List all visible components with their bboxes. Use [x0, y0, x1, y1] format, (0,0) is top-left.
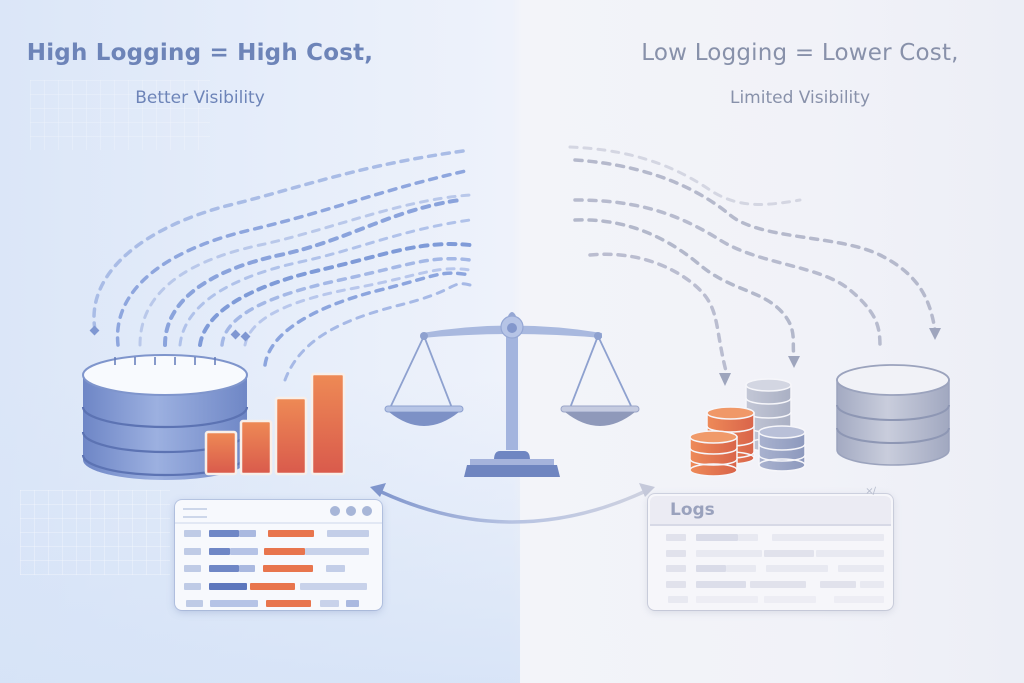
right-logs-panel: ×∕ Logs — [648, 486, 893, 612]
left-subtitle: Better Visibility — [135, 88, 265, 108]
right-title: Low Logging = Lower Cost, — [641, 40, 959, 66]
log-row — [666, 565, 884, 573]
logs-panel-title: Logs — [670, 500, 715, 520]
right-arrowhead-icons — [719, 328, 941, 386]
log-row — [666, 549, 884, 558]
window-controls — [330, 506, 372, 516]
left-log-rows — [184, 530, 373, 618]
window-dot-icon — [330, 506, 340, 516]
left-data-streams-icon — [92, 148, 472, 382]
right-database-icon — [836, 364, 950, 466]
right-data-streams-icon — [568, 145, 937, 377]
right-subtitle: Limited Visibility — [729, 88, 871, 108]
log-row — [184, 547, 373, 556]
cost-bar-chart-icon — [204, 372, 346, 476]
corner-mark-icon: ×∕ — [865, 486, 876, 497]
log-row — [666, 580, 884, 589]
log-row — [184, 600, 373, 608]
left-title: High Logging = High Cost, — [26, 40, 374, 66]
logs-panel-header: Logs — [650, 496, 891, 526]
log-row — [184, 565, 373, 573]
right-log-rows — [666, 534, 884, 612]
window-dot-icon — [362, 506, 372, 516]
menu-lines-icon — [183, 508, 207, 518]
coin-stacks-icon — [689, 378, 806, 477]
exchange-arrow-icon — [370, 483, 655, 524]
log-row — [666, 534, 884, 542]
left-log-panel-header — [175, 500, 382, 524]
log-row — [184, 582, 373, 591]
decorative-grid-bottom — [20, 490, 170, 575]
decorative-grid-top — [30, 80, 210, 150]
left-log-panel — [175, 500, 382, 610]
log-row — [184, 530, 373, 538]
balance-scale-icon — [384, 312, 640, 477]
window-dot-icon — [346, 506, 356, 516]
log-row — [666, 596, 884, 604]
